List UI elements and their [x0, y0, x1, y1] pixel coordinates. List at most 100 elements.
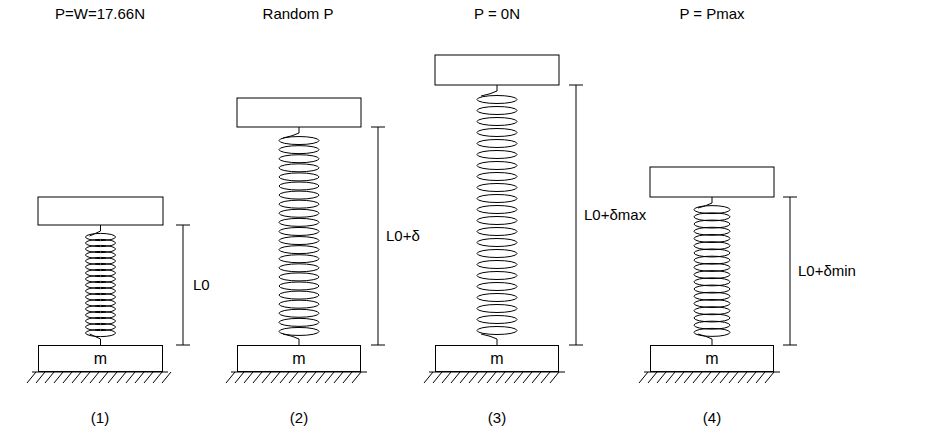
mass-label: m	[94, 350, 107, 368]
load-caption: P=W=17.66N	[55, 6, 145, 23]
ground-hatch	[334, 372, 343, 383]
spring-coil	[477, 129, 517, 137]
ground-hatch	[648, 372, 657, 383]
ground-hatch	[693, 372, 702, 383]
top-plate	[237, 98, 361, 127]
ground-hatch	[36, 372, 45, 383]
spring-coil	[279, 318, 319, 326]
dimension-tick	[371, 345, 385, 346]
ground-hatch	[253, 372, 262, 383]
spring-coil	[477, 140, 517, 148]
ground-hatch	[352, 372, 361, 383]
dimension-lines	[176, 85, 797, 345]
spring-coil	[477, 195, 517, 203]
ground-hatch	[523, 372, 532, 383]
ground-hatch	[487, 372, 496, 383]
ground-hatch	[639, 372, 648, 383]
ground-hatch	[343, 372, 352, 383]
figure-number: (2)	[290, 410, 308, 427]
ground-hatch	[126, 372, 135, 383]
spring-hook	[481, 334, 497, 345]
spring-coil	[477, 206, 517, 214]
mass-label: m	[490, 350, 503, 368]
ground-hatch	[72, 372, 81, 383]
spring-coil	[477, 107, 517, 115]
ground-hatch	[720, 372, 729, 383]
ground-hatch	[702, 372, 711, 383]
mass-block: m	[650, 345, 774, 372]
ground-hatch	[162, 372, 171, 383]
coil-spring	[477, 85, 517, 345]
ground-hatch	[460, 372, 469, 383]
ground-hatch	[27, 372, 36, 383]
spring-coil	[279, 209, 319, 217]
ground-hatch	[325, 372, 334, 383]
mass-block: m	[435, 345, 559, 372]
spring-coil	[477, 173, 517, 181]
dimension-label: L0	[193, 277, 210, 294]
ground-hatch	[532, 372, 541, 383]
ground-hatch	[765, 372, 774, 383]
mass-block: m	[237, 345, 361, 372]
spring-coil	[477, 272, 517, 280]
spring-coil	[279, 282, 319, 290]
ground-hatching	[27, 372, 774, 383]
mass-block: m	[38, 345, 163, 372]
spring-coil	[279, 182, 319, 190]
coil-spring	[86, 225, 116, 345]
ground-hatch	[514, 372, 523, 383]
ground-hatch	[505, 372, 514, 383]
spring-coil	[279, 291, 319, 299]
ground-hatch	[442, 372, 451, 383]
spring-coil	[477, 239, 517, 247]
spring-coil	[279, 273, 319, 281]
ground-hatch	[478, 372, 487, 383]
ground-hatch	[657, 372, 666, 383]
ground-hatch	[729, 372, 738, 383]
spring-coil	[477, 283, 517, 291]
ground-hatch	[307, 372, 316, 383]
spring-coil	[477, 261, 517, 269]
dimension-line	[378, 127, 379, 345]
ground-hatch	[280, 372, 289, 383]
springs	[86, 85, 731, 345]
dimension-tick	[371, 127, 385, 128]
dimension-tick	[176, 225, 190, 226]
mass-label: m	[292, 350, 305, 368]
spring-coil	[477, 151, 517, 159]
ground-hatch	[135, 372, 144, 383]
spring-coil	[279, 164, 319, 172]
ground-hatch	[271, 372, 280, 383]
figure-number: (1)	[91, 410, 109, 427]
spring-coil	[477, 294, 517, 302]
spring-coil	[279, 227, 319, 235]
ground-hatch	[244, 372, 253, 383]
ground-hatch	[469, 372, 478, 383]
spring-hook	[481, 85, 497, 96]
spring-coil	[279, 264, 319, 272]
spring-coil	[279, 300, 319, 308]
top-plate	[650, 167, 774, 197]
dimension-tick	[783, 197, 797, 198]
ground-hatch	[756, 372, 765, 383]
spring-coil	[477, 228, 517, 236]
figure-number: (4)	[703, 410, 721, 427]
spring-coil	[477, 217, 517, 225]
ground-hatch	[144, 372, 153, 383]
spring-coil	[477, 316, 517, 324]
spring-coil	[279, 191, 319, 199]
figure-number: (3)	[488, 410, 506, 427]
ground-hatch	[451, 372, 460, 383]
spring-coil	[279, 218, 319, 226]
ground-hatch	[666, 372, 675, 383]
ground-hatch	[117, 372, 126, 383]
ground-hatch	[738, 372, 747, 383]
coil-spring	[279, 127, 319, 345]
ground-hatch	[235, 372, 244, 383]
spring-coil	[477, 327, 517, 335]
ground-hatch	[289, 372, 298, 383]
spring-coil	[477, 184, 517, 192]
load-caption: Random P	[263, 6, 334, 23]
load-caption: P = Pmax	[679, 6, 744, 23]
